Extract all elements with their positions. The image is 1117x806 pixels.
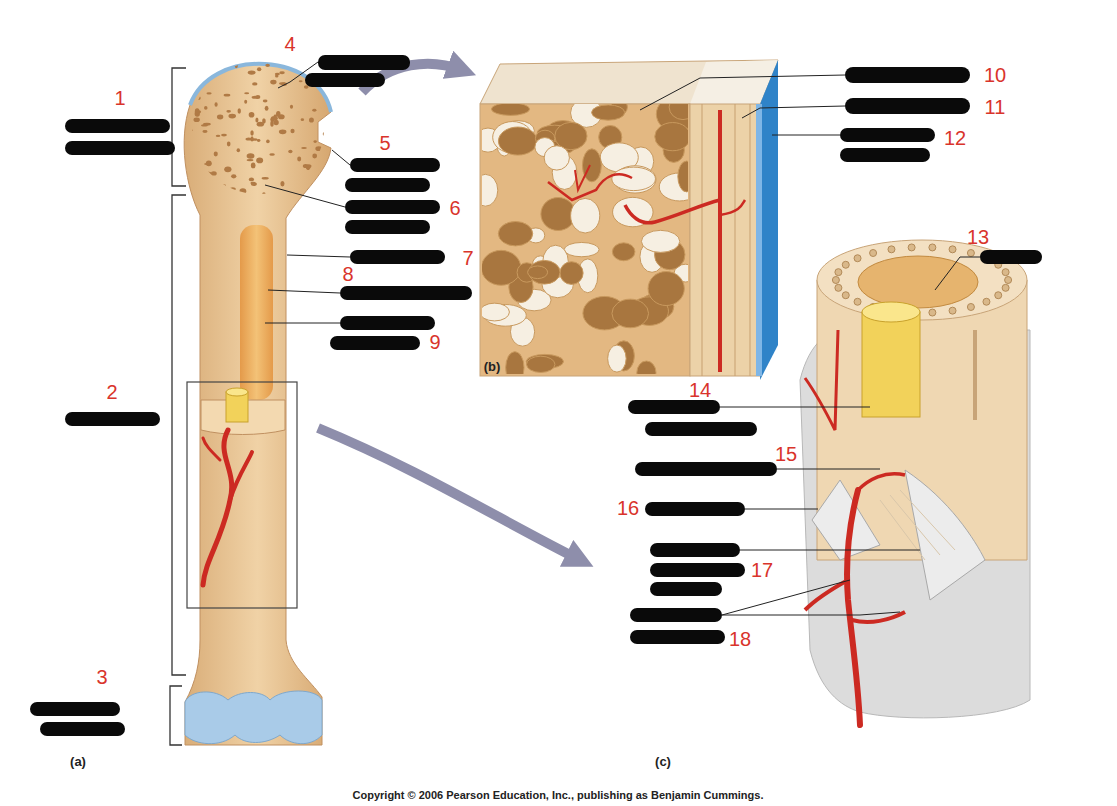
bracket — [170, 68, 186, 745]
redacted-label — [30, 55, 1042, 736]
long-bone — [184, 59, 331, 745]
callout-number: 5 — [379, 132, 390, 154]
callout-number: 6 — [449, 197, 460, 219]
callout-number: 3 — [96, 666, 107, 688]
callout-number: 9 — [429, 331, 440, 353]
spongy-bone-block — [473, 60, 778, 384]
callout-number: 16 — [617, 497, 639, 519]
callout-number: 17 — [751, 559, 773, 581]
callout-number: 12 — [944, 127, 966, 149]
callout-number: 18 — [729, 628, 751, 650]
callout-number: 13 — [967, 226, 989, 248]
zoom-arrow — [318, 428, 580, 560]
callout-number: 11 — [985, 96, 1006, 118]
panel-letter: (a) — [70, 755, 86, 769]
callout-number: 15 — [775, 443, 797, 465]
callout-number: 8 — [342, 263, 353, 285]
callout-number: 2 — [106, 381, 117, 403]
leader-line — [265, 62, 980, 615]
callout-number: 10 — [984, 64, 1006, 86]
panel-letter: (b) — [484, 360, 501, 374]
callout-number: 1 — [114, 87, 125, 109]
copyright-note: Copyright © 2006 Pearson Education, Inc.… — [353, 789, 764, 801]
callout-number: 7 — [462, 247, 473, 269]
callout-number: 4 — [284, 33, 295, 55]
compact-bone-segment — [800, 240, 1030, 725]
callout-number: 14 — [689, 379, 711, 401]
panel-letter: (c) — [655, 755, 671, 769]
